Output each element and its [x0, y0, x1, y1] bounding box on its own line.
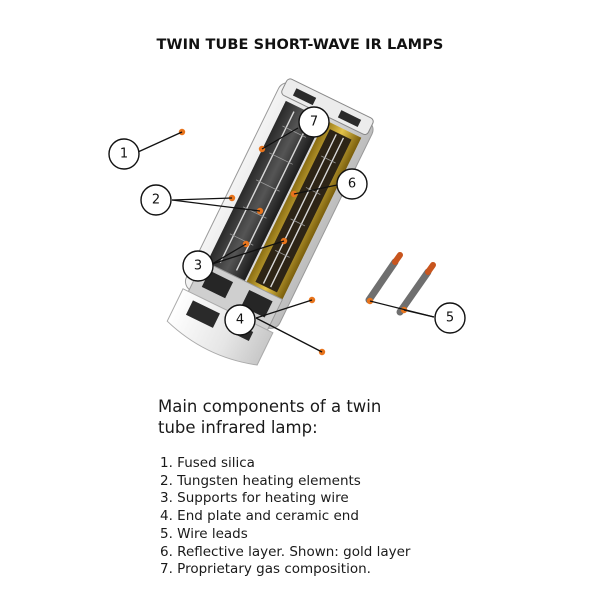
component-item: 6. Reflective layer. Shown: gold layer — [160, 543, 411, 560]
callout-2-label: 2 — [152, 193, 160, 208]
callout-4: 4 — [224, 304, 256, 336]
callout-2: 2 — [140, 184, 172, 216]
component-item: 5. Wire leads — [160, 525, 248, 542]
component-item: 2. Tungsten heating elements — [160, 472, 361, 489]
callout-7: 7 — [298, 106, 330, 138]
leader-lines — [137, 127, 435, 353]
component-item: 3. Supports for heating wire — [160, 490, 349, 507]
wire-leads — [365, 252, 436, 316]
support-clip-left — [201, 270, 234, 299]
component-item: 1. Fused silica — [160, 455, 255, 471]
support-clip-right — [241, 289, 273, 318]
component-item: 4. End plate and ceramic end — [160, 508, 359, 525]
components-list: 1. Fused silica 2. Tungsten heating elem… — [160, 455, 410, 579]
callout-7-label: 7 — [310, 115, 318, 130]
end-plate-block — [185, 300, 220, 328]
callout-1: 1 — [108, 138, 140, 170]
callout-3-label: 3 — [194, 259, 202, 274]
components-heading: Main components of a twin tube infrared … — [158, 396, 458, 438]
callout-6: 6 — [336, 168, 368, 200]
components-heading-line-1: Main components of a twin — [158, 397, 382, 416]
component-item: 7. Proprietary gas composition. — [160, 561, 371, 578]
lamp-body — [166, 78, 374, 366]
coil-windings — [229, 125, 336, 258]
callout-5: 5 — [434, 302, 466, 334]
components-heading-line-2: tube infrared lamp: — [158, 418, 318, 437]
callout-3: 3 — [182, 250, 214, 282]
page-title: TWIN TUBE SHORT-WAVE IR LAMPS — [156, 37, 444, 53]
callout-6-label: 6 — [348, 177, 356, 192]
left-tube-interior — [206, 100, 324, 282]
callout-4-label: 4 — [236, 313, 244, 328]
callout-1-label: 1 — [120, 147, 128, 162]
callout-5-label: 5 — [446, 311, 454, 326]
